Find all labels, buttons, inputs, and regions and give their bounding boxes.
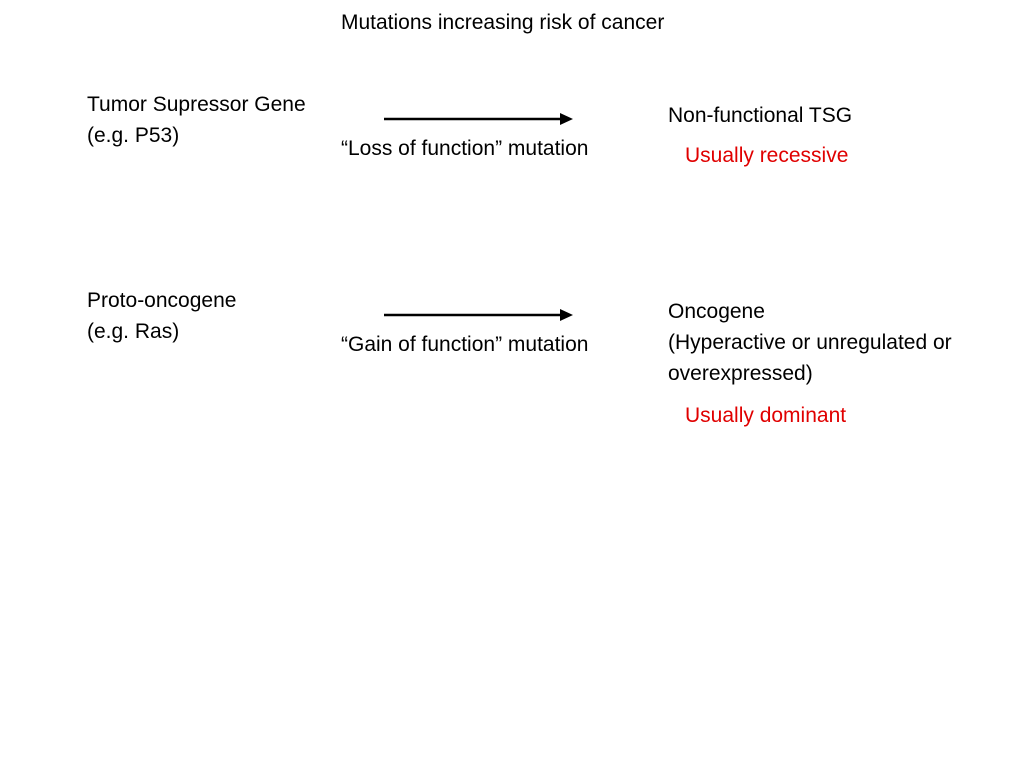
right-arrow-icon (384, 113, 573, 125)
tsg-gene-example: (e.g. P53) (87, 124, 180, 147)
oncogene-result-line-2: (Hyperactive or unregulated or (668, 331, 952, 354)
proto-oncogene-example: (e.g. Ras) (87, 320, 180, 343)
slide-title: Mutations increasing risk of cancer (341, 11, 665, 34)
oncogene-result-line-3: overexpressed) (668, 362, 813, 385)
proto-oncogene-name: Proto-oncogene (87, 289, 237, 312)
right-arrow-icon (384, 309, 573, 321)
tsg-gene-name: Tumor Supressor Gene (87, 93, 306, 116)
loss-of-function-label: “Loss of function” mutation (341, 137, 589, 160)
tsg-result-line-1: Non-functional TSG (668, 104, 853, 127)
oncogene-inheritance-label: Usually dominant (685, 404, 847, 427)
tsg-inheritance-label: Usually recessive (685, 144, 849, 167)
oncogene-result-line-1: Oncogene (668, 300, 765, 323)
gain-of-function-label: “Gain of function” mutation (341, 333, 589, 356)
